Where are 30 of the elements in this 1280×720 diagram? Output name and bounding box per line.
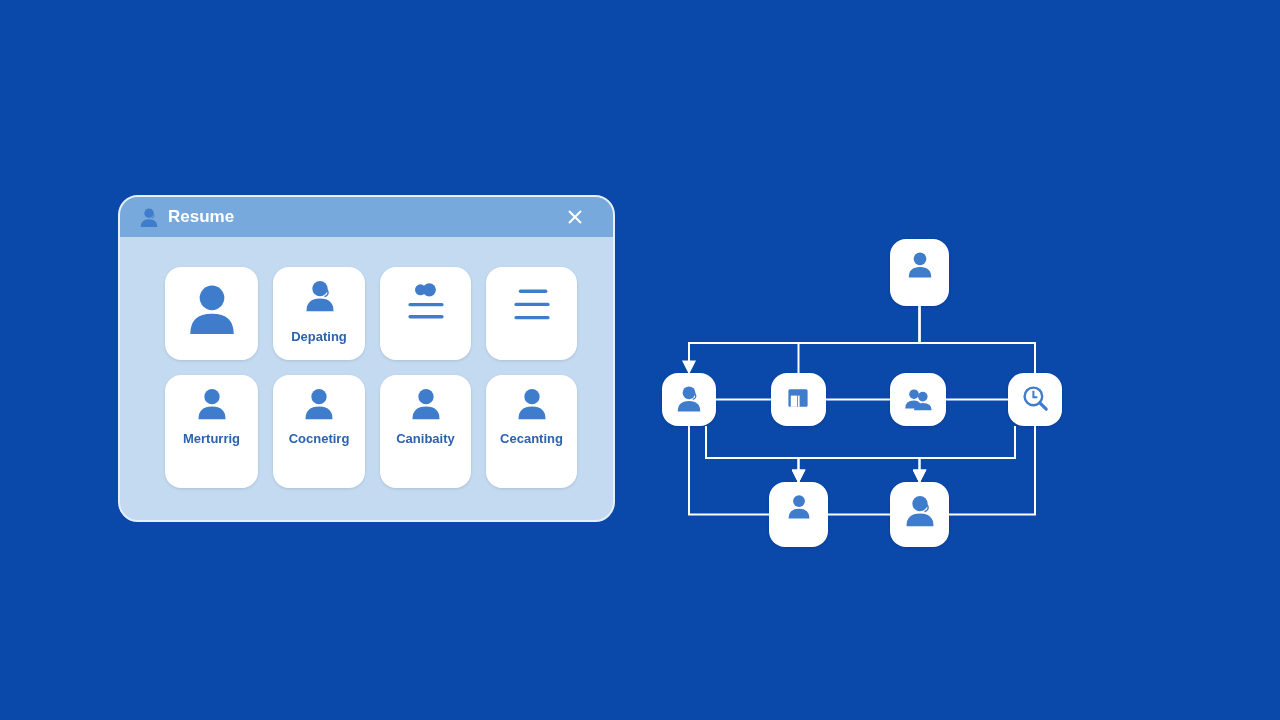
icon-card bbox=[486, 267, 577, 360]
icon-card bbox=[890, 482, 949, 547]
icon-card bbox=[1008, 373, 1062, 426]
card bbox=[380, 375, 471, 488]
icon-card bbox=[662, 373, 716, 426]
icon-card bbox=[165, 267, 258, 360]
icon-card bbox=[769, 482, 828, 547]
arrow bbox=[912, 425, 1016, 484]
icon-card bbox=[771, 373, 826, 426]
card bbox=[273, 267, 365, 360]
icon-card bbox=[890, 373, 946, 426]
card-title: Canibaity bbox=[395, 431, 456, 447]
icon-card bbox=[890, 239, 949, 306]
card-title: Merturrig bbox=[181, 431, 242, 447]
card bbox=[165, 375, 258, 488]
connector-line bbox=[825, 398, 891, 401]
connector-line bbox=[918, 305, 1036, 374]
window-panel bbox=[118, 195, 615, 522]
window-title: Resume bbox=[168, 207, 235, 227]
connector-line bbox=[827, 513, 891, 516]
connector-line bbox=[948, 425, 1036, 516]
card-title: Cecanting bbox=[499, 431, 564, 447]
card-title: Cocnetirg bbox=[287, 431, 351, 447]
icon-card bbox=[380, 267, 471, 360]
card bbox=[486, 375, 577, 488]
connector-line bbox=[945, 398, 1009, 401]
card bbox=[273, 375, 365, 488]
card-title: Depating bbox=[290, 329, 348, 345]
connector-line bbox=[688, 425, 770, 516]
connector-line bbox=[715, 398, 772, 401]
